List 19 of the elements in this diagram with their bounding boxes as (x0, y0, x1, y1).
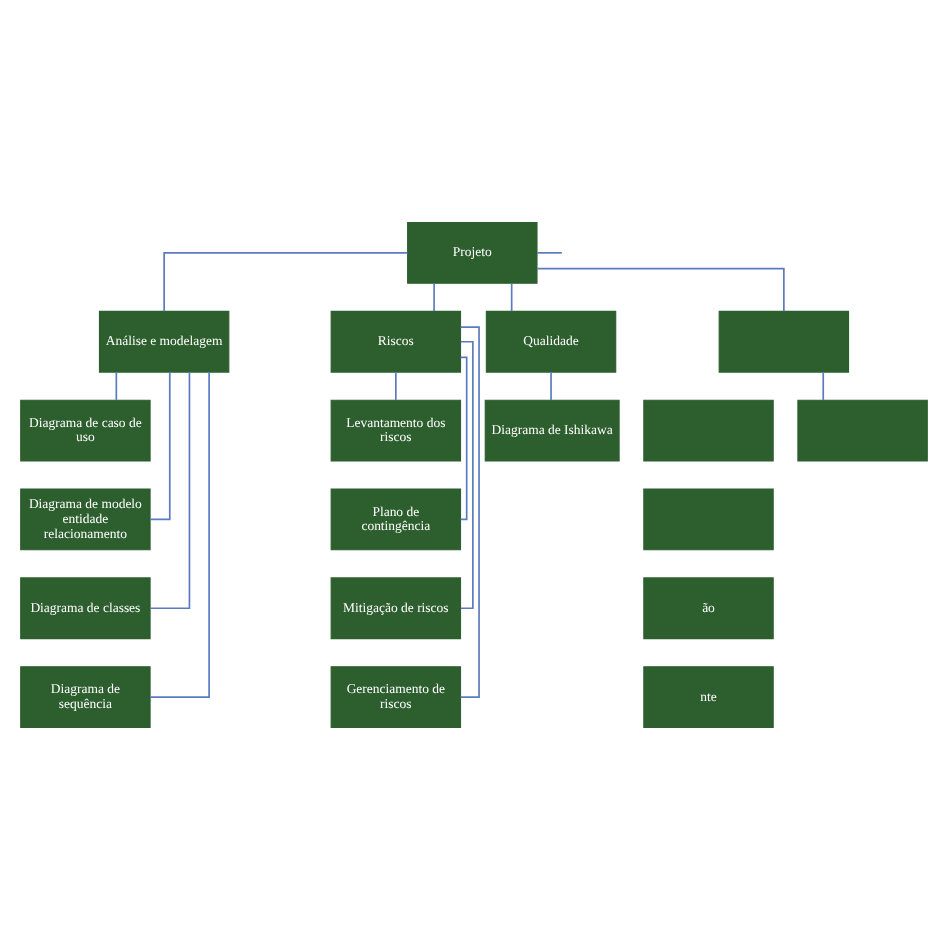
connector (395, 370, 397, 400)
node-box (643, 487, 774, 550)
connector (536, 251, 563, 253)
connector (149, 370, 210, 697)
connector (459, 325, 480, 697)
connector (510, 281, 513, 311)
node-box (643, 398, 774, 461)
connector (550, 370, 552, 400)
connector (163, 251, 409, 311)
connector (149, 370, 171, 520)
node-box (797, 398, 928, 461)
connector (822, 370, 825, 400)
node-box (718, 309, 850, 372)
connector (459, 355, 468, 520)
connector (433, 281, 435, 311)
connector (460, 339, 474, 609)
connector (115, 370, 118, 400)
connector (536, 266, 785, 311)
connector (149, 370, 191, 609)
